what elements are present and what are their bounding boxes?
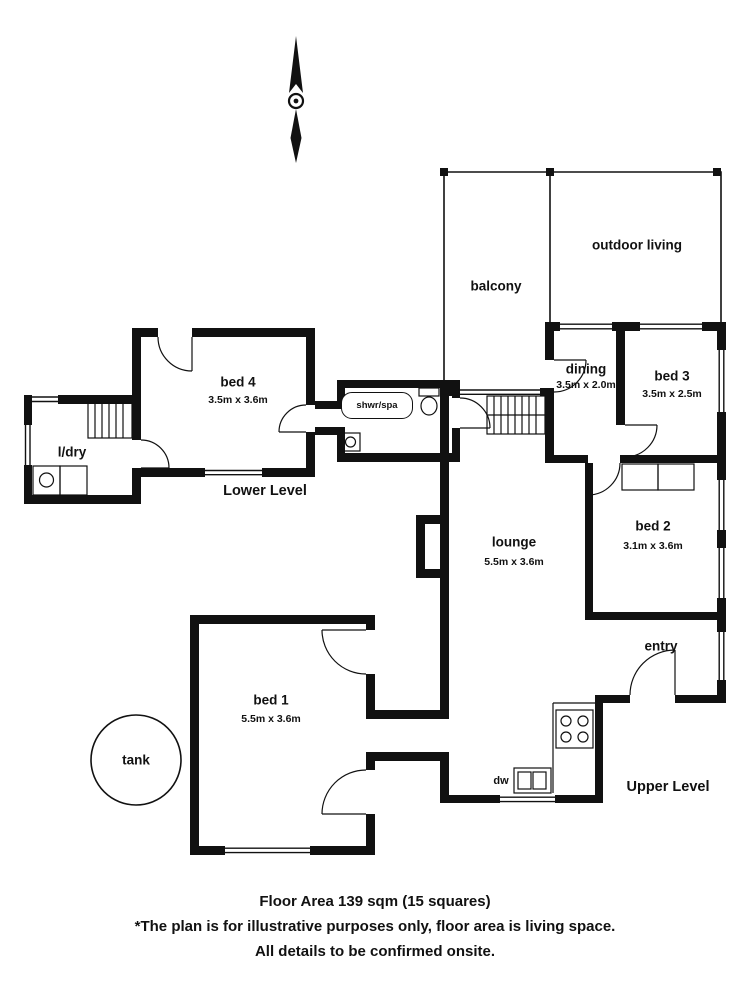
- kitchen-bench: [552, 702, 595, 793]
- bed4-label: bed 4: [220, 374, 256, 390]
- dining-dims: 3.5m x 2.0m: [556, 379, 616, 391]
- tank-label: tank: [122, 752, 150, 768]
- bed4-dims: 3.5m x 3.6m: [208, 394, 268, 406]
- balcony-label: balcony: [470, 278, 522, 294]
- stairs-lower-icon: [87, 402, 133, 439]
- toilet-icon: [418, 387, 440, 416]
- laundry-appliances-icon: [32, 465, 88, 496]
- stairs-upper-icon: [486, 395, 546, 435]
- dishwasher-icon: [513, 767, 552, 794]
- dishwasher-label: dw: [493, 775, 509, 787]
- bath-sink-icon: [340, 432, 361, 452]
- dining-label: dining: [565, 361, 607, 377]
- bed2-label: bed 2: [635, 518, 671, 534]
- laundry-label: l/dry: [57, 444, 87, 460]
- outdoor-living-label: outdoor living: [592, 237, 682, 253]
- lounge-dims: 5.5m x 3.6m: [484, 556, 544, 568]
- doors: [140, 336, 676, 815]
- shower-spa-label: shwr/spa: [341, 392, 413, 419]
- outdoor-outlines: [443, 171, 722, 388]
- wardrobe-icon: [621, 463, 695, 491]
- disclaimer-text-2: All details to be confirmed onsite.: [254, 943, 496, 960]
- lounge-label: lounge: [491, 534, 537, 550]
- tank-circle: [90, 714, 182, 806]
- upper-level-label: Upper Level: [626, 779, 710, 795]
- disclaimer-text-1: *The plan is for illustrative purposes o…: [134, 918, 616, 935]
- bed1-dims: 5.5m x 3.6m: [241, 713, 301, 725]
- windows: [24, 323, 725, 854]
- fireplace-icon: [416, 515, 449, 578]
- bed2-dims: 3.1m x 3.6m: [623, 540, 683, 552]
- north-arrow-icon: [287, 36, 305, 163]
- deck-posts: [440, 168, 721, 176]
- bed3-label: bed 3: [654, 368, 690, 384]
- lower-level-label: Lower Level: [223, 483, 307, 499]
- entry-label: entry: [644, 638, 678, 654]
- floor-area-text: Floor Area 139 sqm (15 squares): [259, 893, 491, 910]
- bed3-dims: 3.5m x 2.5m: [642, 388, 702, 400]
- bed1-label: bed 1: [253, 692, 289, 708]
- stove-icon: [555, 709, 594, 749]
